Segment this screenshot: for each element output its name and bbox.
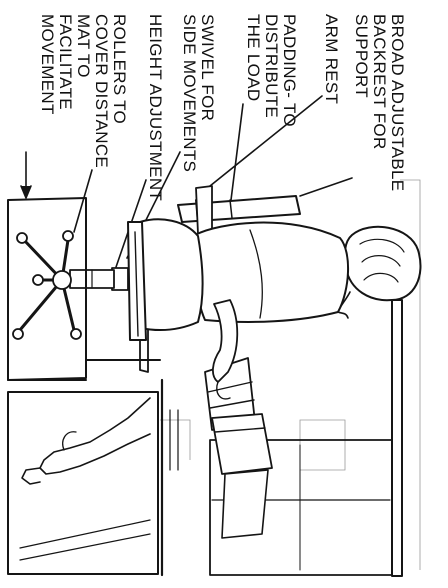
label-mat-line-1: MAT TO: [74, 14, 93, 78]
label-height-line-1: HEIGHT ADJUSTMENT: [146, 14, 165, 201]
leader-rollers: [74, 170, 92, 232]
label-rollers: ROLLERS TO COVER DISTANCE: [92, 14, 129, 168]
leader-mat-arrow: [21, 186, 31, 198]
label-rollers-line-1: ROLLERS TO: [110, 14, 129, 124]
roller-4: [71, 329, 81, 339]
label-backrest-line-2: BACKREST FOR: [370, 14, 389, 150]
chair-seat: [128, 222, 146, 340]
chair-arm-rest: [196, 186, 212, 234]
label-padding-line-3: THE LOAD: [244, 14, 263, 101]
floor-mat: [8, 198, 86, 380]
label-swivel-line-1: SWIVEL FOR: [198, 14, 217, 121]
roller-5: [33, 275, 43, 285]
base-hub: [53, 271, 71, 289]
roller-3: [63, 231, 73, 241]
person-head: [345, 227, 421, 300]
label-height: HEIGHT ADJUSTMENT: [146, 14, 165, 201]
person-seated: [134, 219, 420, 399]
label-padding-line-2: DISTRIBUTE: [262, 14, 281, 118]
label-rollers-line-2: COVER DISTANCE: [92, 14, 111, 168]
label-backrest-line-3: SUPPORT: [352, 14, 371, 98]
label-backrest: BROAD ADJUSTABLE BACKREST FOR SUPPORT: [352, 14, 407, 191]
label-swivel: SWIVEL FOR SIDE MOVEMENTS: [180, 14, 217, 172]
leader-backrest: [300, 178, 352, 196]
label-swivel-line-2: SIDE MOVEMENTS: [180, 14, 199, 172]
inset-foot-on-mat: [8, 392, 158, 574]
inset-frame: [8, 392, 158, 574]
chair-stem: [70, 268, 128, 290]
label-padding-line-1: PADDING- TO: [280, 14, 299, 127]
label-mat-line-2: FACILITATE: [56, 14, 75, 110]
label-padding: PADDING- TO DISTRIBUTE THE LOAD: [244, 14, 299, 127]
label-mat: MAT TO FACILITATE MOVEMENT: [38, 14, 93, 115]
roller-1: [17, 233, 27, 243]
leader-padding: [230, 104, 243, 208]
roller-2: [13, 329, 23, 339]
label-mat-line-3: MOVEMENT: [38, 14, 57, 115]
label-arm-rest: ARM REST: [322, 14, 341, 104]
label-arm-rest-line-1: ARM REST: [322, 14, 341, 104]
waste-bin: [212, 414, 272, 538]
desk-top: [392, 300, 402, 576]
label-backrest-line-1: BROAD ADJUSTABLE: [388, 14, 407, 191]
